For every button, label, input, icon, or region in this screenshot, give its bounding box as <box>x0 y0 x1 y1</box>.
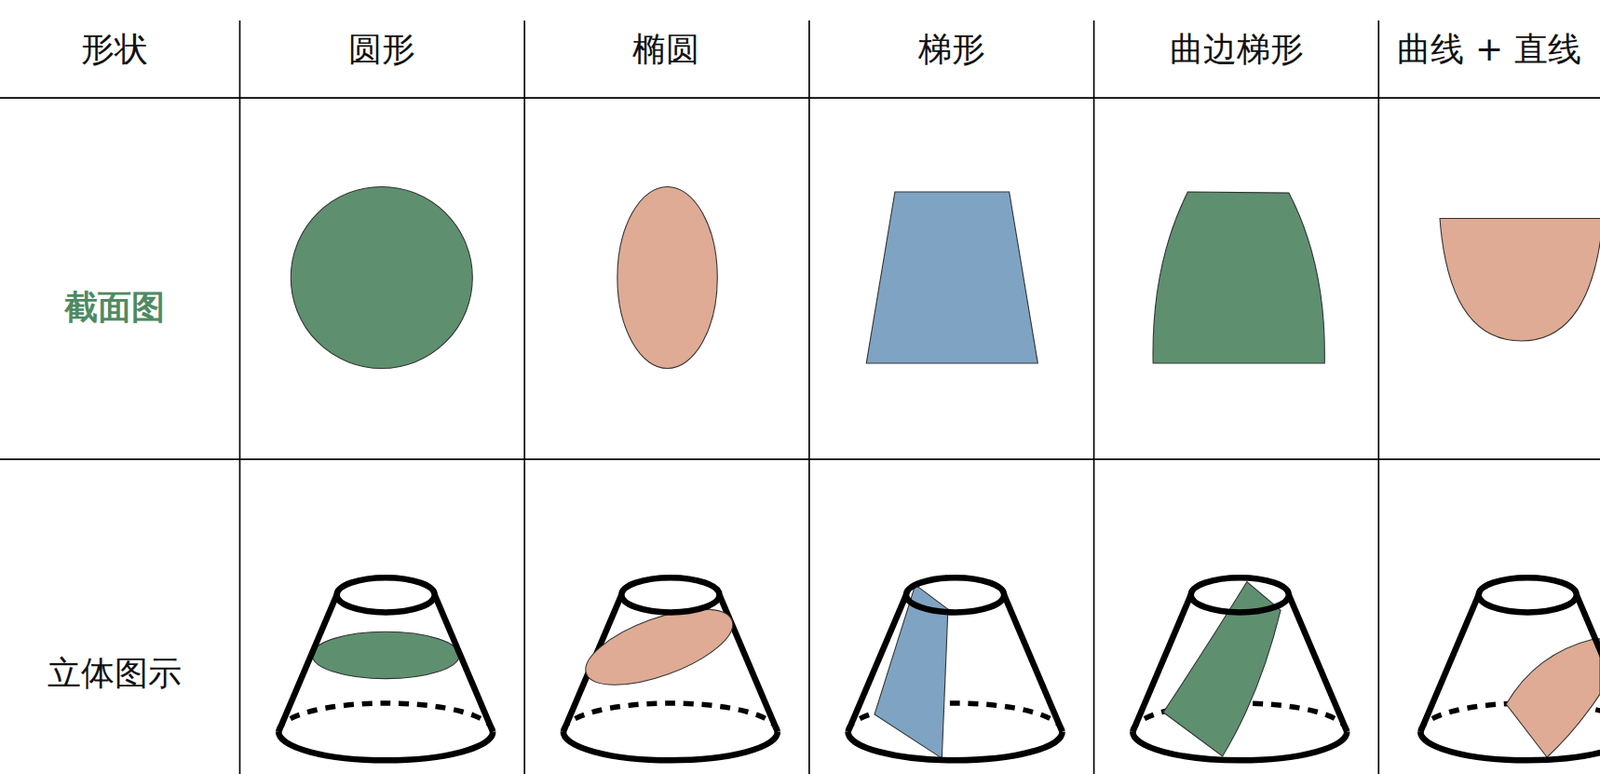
frustum-side <box>434 595 493 733</box>
row-header: 立体图示 <box>47 652 182 693</box>
frustum-side <box>848 595 907 733</box>
circle-section <box>311 631 460 678</box>
hidden-edge <box>563 703 778 733</box>
row-header: 截面图 <box>64 286 165 327</box>
table-grid <box>0 20 1600 774</box>
grid-line <box>1093 20 1096 774</box>
header-cell: 椭圆 <box>632 28 700 69</box>
frustum-side <box>278 595 337 733</box>
frustum-base <box>563 732 778 761</box>
frustum <box>1132 577 1347 760</box>
curve-line-section <box>1505 638 1600 758</box>
header-cell: 曲线 + 直线 <box>1396 28 1581 69</box>
grid-line <box>239 20 242 774</box>
frustum <box>563 577 778 760</box>
grid-line <box>808 20 811 774</box>
frustum-side <box>1420 595 1478 733</box>
frustum-base <box>1420 732 1600 761</box>
frustum-top <box>621 577 719 612</box>
frustum-top <box>337 577 435 612</box>
frustum-side <box>1003 595 1062 733</box>
frustum-side <box>1132 595 1191 733</box>
grid-line <box>523 20 526 774</box>
circle-section <box>290 187 473 369</box>
frustum-top <box>1478 577 1577 612</box>
curve-line-section <box>1439 217 1600 340</box>
header-cell: 曲边梯形 <box>1169 28 1304 69</box>
frustum-top <box>906 577 1004 612</box>
curved-trapezoid-section <box>1152 191 1325 364</box>
frustum <box>848 577 1063 760</box>
frustum-side <box>1288 595 1347 733</box>
frustum <box>278 577 493 760</box>
ellipse-section <box>617 187 718 369</box>
header-cell: 圆形 <box>348 28 416 69</box>
frustum-top <box>1191 577 1289 612</box>
hidden-edge <box>278 703 493 733</box>
header-cell: 梯形 <box>918 28 986 69</box>
frustum-side <box>1576 595 1600 733</box>
frustum-base <box>1132 732 1347 761</box>
grid-line <box>1377 20 1380 774</box>
frustum-base <box>278 732 493 761</box>
trapezoid-section <box>866 191 1038 364</box>
frustum <box>1420 577 1600 760</box>
frustum-base <box>848 732 1063 761</box>
header-cell: 形状 <box>81 28 149 69</box>
